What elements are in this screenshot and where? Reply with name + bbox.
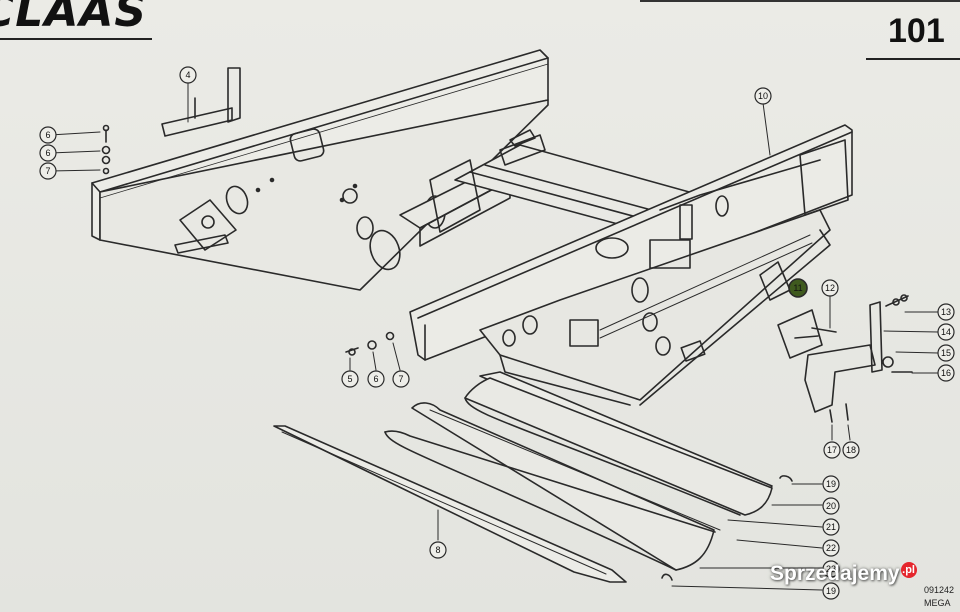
svg-text:12: 12 bbox=[825, 283, 835, 293]
callout-16: 16 bbox=[937, 364, 955, 382]
callout-7: 7 bbox=[39, 162, 57, 180]
callout-12: 12 bbox=[821, 279, 839, 297]
callout-14: 14 bbox=[937, 323, 955, 341]
callout-19: 19 bbox=[822, 475, 840, 493]
svg-text:15: 15 bbox=[941, 348, 951, 358]
callout-19b: 19 bbox=[822, 582, 840, 600]
svg-text:19: 19 bbox=[826, 586, 836, 596]
svg-text:10: 10 bbox=[758, 91, 768, 101]
svg-text:7: 7 bbox=[398, 374, 403, 384]
left-side-panel bbox=[91, 49, 549, 291]
cover-troughs bbox=[273, 371, 793, 583]
svg-text:21: 21 bbox=[826, 522, 836, 532]
svg-text:20: 20 bbox=[826, 501, 836, 511]
svg-text:11: 11 bbox=[793, 283, 802, 293]
callout-21: 21 bbox=[822, 518, 840, 536]
svg-text:6: 6 bbox=[45, 130, 50, 140]
callout-13: 13 bbox=[937, 303, 955, 321]
svg-text:14: 14 bbox=[941, 327, 951, 337]
brand-logo: CLAAS bbox=[0, 0, 148, 37]
svg-text:19: 19 bbox=[826, 479, 836, 489]
callout-15: 15 bbox=[937, 344, 955, 362]
callout-17: 17 bbox=[823, 441, 841, 459]
svg-text:22: 22 bbox=[826, 543, 836, 553]
callout-6: 6 bbox=[39, 126, 57, 144]
callout-7b: 7 bbox=[392, 370, 410, 388]
callout-8: 8 bbox=[429, 541, 447, 559]
svg-text:16: 16 bbox=[941, 368, 951, 378]
callout-4: 4 bbox=[179, 66, 197, 84]
callout-18: 18 bbox=[842, 441, 860, 459]
svg-text:6: 6 bbox=[45, 148, 50, 158]
callout-11: 11 bbox=[793, 283, 802, 293]
leader-lines bbox=[49, 81, 939, 591]
page-number-rule bbox=[866, 58, 960, 60]
callout-5: 5 bbox=[341, 370, 359, 388]
page-number: 101 bbox=[888, 12, 945, 50]
drawing-model: MEGA bbox=[924, 598, 951, 608]
watermark: Sprzedajemy.pl bbox=[770, 562, 917, 586]
callout-20: 20 bbox=[822, 497, 840, 515]
svg-text:7: 7 bbox=[45, 166, 50, 176]
watermark-badge: .pl bbox=[900, 562, 917, 578]
callout-23: 23 bbox=[822, 560, 840, 578]
callout-6b: 6 bbox=[39, 144, 57, 162]
svg-text:17: 17 bbox=[827, 445, 837, 455]
part-4-bracket bbox=[161, 67, 241, 137]
svg-text:18: 18 bbox=[846, 445, 856, 455]
drawing-ref-code: 091242 bbox=[924, 585, 955, 595]
svg-text:5: 5 bbox=[347, 374, 352, 384]
callout-22: 22 bbox=[822, 539, 840, 557]
left-fasteners bbox=[101, 124, 111, 175]
callout-6c: 6 bbox=[367, 370, 385, 388]
cross-members bbox=[399, 129, 701, 247]
right-side-panel bbox=[409, 124, 853, 406]
callout-group: 4 6 6 7 10 11 12 13 14 15 16 5 6 7 17 18… bbox=[39, 66, 955, 600]
top-rule bbox=[640, 0, 960, 2]
lower-fasteners bbox=[345, 331, 395, 356]
svg-text:8: 8 bbox=[435, 545, 440, 555]
svg-text:23: 23 bbox=[826, 564, 836, 574]
right-mount-bracket bbox=[777, 294, 913, 423]
svg-text:13: 13 bbox=[941, 307, 951, 317]
svg-text:6: 6 bbox=[373, 374, 378, 384]
part-11-highlight bbox=[788, 278, 808, 298]
callout-10: 10 bbox=[754, 87, 772, 105]
watermark-text: Sprzedajemy bbox=[770, 562, 900, 585]
brand-rule bbox=[0, 38, 152, 40]
svg-text:4: 4 bbox=[185, 70, 190, 80]
